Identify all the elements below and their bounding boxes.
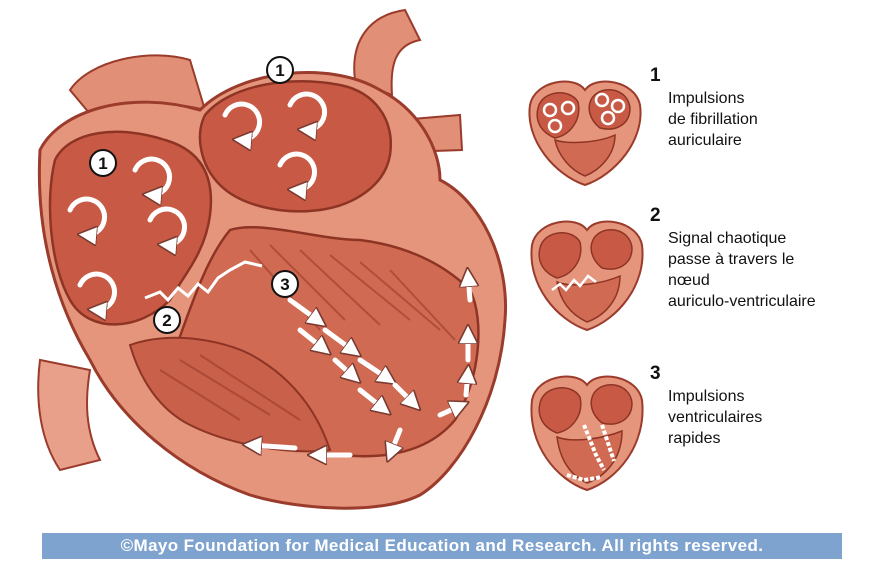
step-3-number: 3 [650, 364, 762, 384]
svg-text:3: 3 [280, 275, 289, 294]
callout-atrium-left: 1 [90, 150, 116, 176]
callout-av-node: 2 [154, 307, 180, 333]
heart-illustration: 1 1 2 3 [0, 0, 520, 525]
copyright-bar: ©Mayo Foundation for Medical Education a… [42, 533, 842, 559]
step-1-number: 1 [650, 66, 758, 86]
callout-atrium-right: 1 [267, 57, 293, 83]
callout-ventricle: 3 [272, 271, 298, 297]
step-1-text: Impulsions de fibrillation auriculaire [668, 88, 758, 151]
svg-text:2: 2 [162, 311, 171, 330]
inferior-vessel [38, 360, 100, 470]
svg-text:1: 1 [98, 154, 107, 173]
step-1: 1 Impulsions de fibrillation auriculaire [650, 66, 758, 151]
svg-text:1: 1 [275, 61, 284, 80]
panel-heart-2 [522, 210, 652, 335]
step-3-text: Impulsions ventriculaires rapides [668, 386, 762, 449]
step-2: 2 Signal chaotique passe à travers le nœ… [650, 206, 816, 312]
panel-heart-1 [520, 70, 650, 190]
panel-heart-3 [522, 365, 652, 495]
step-2-number: 2 [650, 206, 816, 226]
step-2-text: Signal chaotique passe à travers le nœud… [668, 228, 816, 312]
step-3: 3 Impulsions ventriculaires rapides [650, 364, 762, 449]
